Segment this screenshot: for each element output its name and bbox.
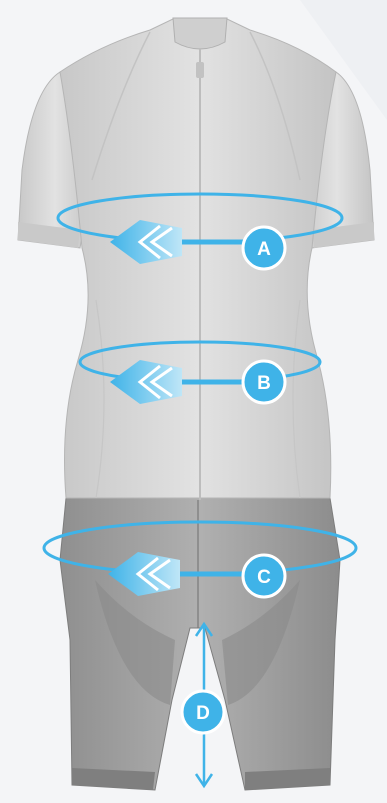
cycling-jersey: [18, 18, 374, 500]
measure-label-a: A: [257, 239, 271, 260]
measure-label-c: C: [257, 567, 271, 588]
measure-label-d: D: [196, 703, 210, 724]
cycling-shorts: [60, 498, 340, 790]
measure-label-b: B: [257, 373, 271, 394]
